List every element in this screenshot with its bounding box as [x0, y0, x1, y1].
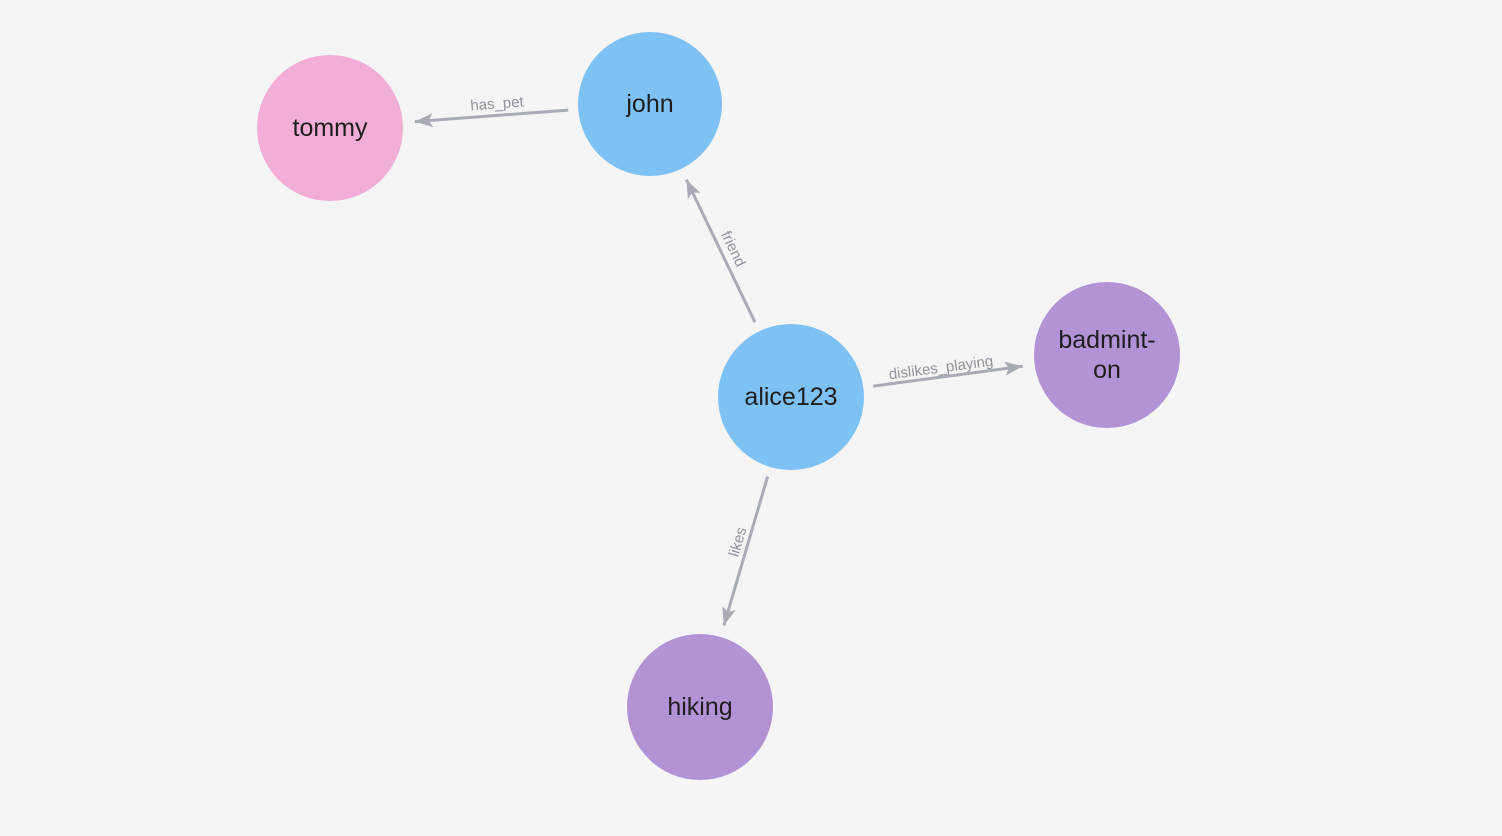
edge-label-has_pet[interactable]: has_pet — [470, 93, 525, 114]
edge-label-friend[interactable]: friend — [717, 228, 749, 269]
node-circle-badminton[interactable] — [1034, 282, 1180, 428]
edge-line-has_pet[interactable] — [414, 108, 569, 128]
node-hiking: hiking — [627, 634, 773, 780]
node-badminton: badmint-on — [1034, 282, 1180, 428]
node-circle-john[interactable] — [578, 32, 722, 176]
edge-label-dislikes_playing[interactable]: dislikes_playing — [888, 353, 994, 384]
node-circle-alice123[interactable] — [718, 324, 864, 470]
node-alice123: alice123 — [718, 324, 864, 470]
edge-label-likes[interactable]: likes — [726, 525, 751, 559]
edge-line-friend[interactable] — [685, 179, 757, 323]
node-circle-tommy[interactable] — [257, 55, 403, 201]
edge-line-dislikes_playing[interactable] — [873, 361, 1023, 388]
node-circle-hiking[interactable] — [627, 634, 773, 780]
edge-line-likes[interactable] — [722, 476, 770, 626]
node-john: john — [578, 32, 722, 176]
node-tommy: tommy — [257, 55, 403, 201]
